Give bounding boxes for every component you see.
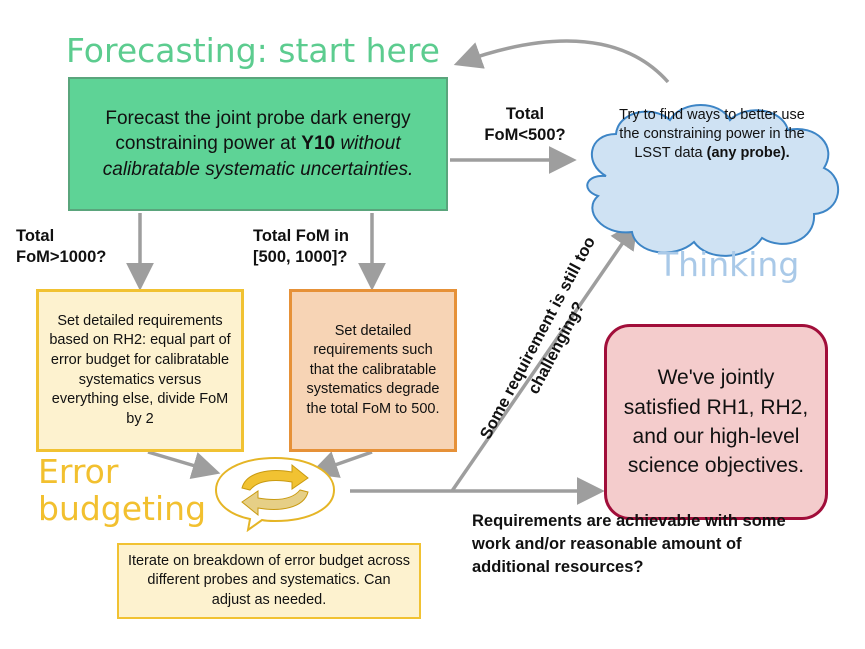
cycle-arrows-icon (214, 456, 336, 532)
arrow-branch-to-cloud (450, 220, 638, 492)
label-fom-500-1000: Total FoM in [500, 1000]? (253, 227, 349, 267)
label-fom-over-1000: Total FoM>1000? (16, 227, 107, 267)
thinking-heading: Thinking (658, 245, 800, 284)
forecast-box-text: Forecast the joint probe dark energy con… (82, 106, 434, 183)
cycle-arrow-top (241, 463, 309, 491)
cycle-arrow-bottom (241, 489, 309, 517)
satisfied-box: We've jointly satisfied RH1, RH2, and ou… (604, 324, 828, 520)
rh2-requirements-text: Set detailed requirements based on RH2: … (49, 312, 231, 427)
cloud-shape (586, 104, 840, 257)
forecasting-heading: Forecasting: start here (66, 31, 440, 70)
cloud-text-main: Try to find ways to better use the const… (619, 107, 805, 162)
arrow-rh2-to-cycle (147, 450, 221, 479)
cloud-outline (586, 104, 840, 257)
cycle-bubble-outline (214, 456, 336, 532)
arrow-degrade-to-cycle (309, 450, 373, 478)
rh2-requirements-box: Set detailed requirements based on RH2: … (36, 289, 244, 452)
forecast-box: Forecast the joint probe dark energy con… (68, 77, 448, 211)
label-requirements-achievable: Requirements are achievable with some wo… (472, 512, 786, 576)
cloud-text: Try to find ways to better use the const… (612, 106, 812, 216)
forecast-text-main: Forecast the joint probe dark energy con… (105, 107, 411, 155)
iterate-text: Iterate on breakdown of error budget acr… (127, 552, 411, 608)
degrade-requirements-box: Set detailed requirements such that the … (289, 289, 457, 452)
iterate-box: Iterate on breakdown of error budget acr… (117, 543, 421, 619)
forecast-text-bold: Y10 (301, 133, 336, 155)
satisfied-text: We've jointly satisfied RH1, RH2, and ou… (623, 366, 809, 478)
label-fom-under-500: Total FoM<500? (484, 105, 566, 145)
arrow-cloud-to-forecast (453, 39, 670, 84)
degrade-requirements-text: Set detailed requirements such that the … (306, 322, 440, 417)
cloud-text-bold: (any probe). (706, 145, 790, 162)
forecast-text-italic: without calibratable systematic uncertai… (102, 133, 414, 180)
